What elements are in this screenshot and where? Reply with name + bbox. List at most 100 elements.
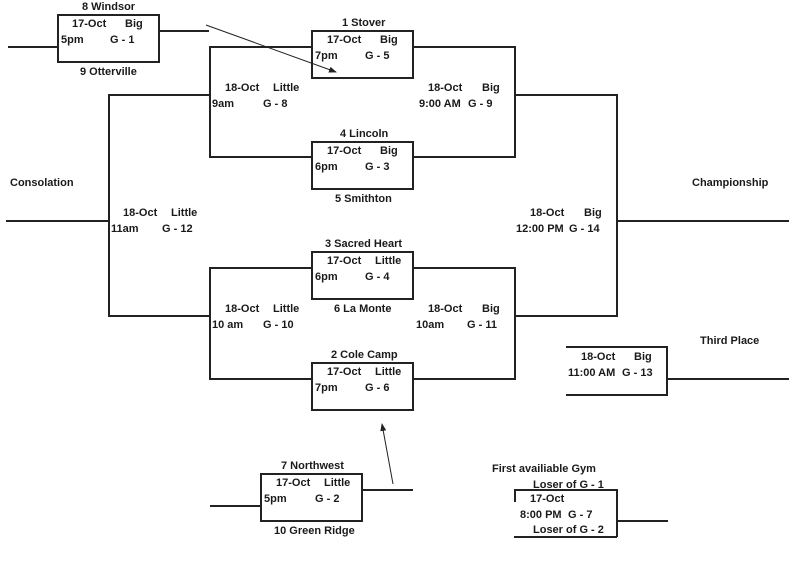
team-name: 3 Sacred Heart [325, 238, 403, 250]
bracket-line [515, 315, 617, 317]
game-time: 5pm [264, 493, 287, 505]
game-date: 18-Oct [428, 303, 463, 315]
game-date: 17-Oct [327, 34, 362, 46]
team-name: 7 Northwest [281, 460, 344, 472]
game-box-g3 [311, 141, 414, 190]
game-number: G - 1 [110, 34, 135, 46]
championship-label: Championship [692, 177, 769, 189]
game-number: G - 8 [263, 98, 288, 110]
bracket-line [108, 94, 210, 96]
game-number: G - 4 [365, 271, 390, 283]
game-gym: Big [380, 34, 398, 46]
bracket-line [108, 315, 210, 317]
team-name: 8 Windsor [82, 1, 136, 13]
game-time: 7pm [315, 50, 338, 62]
game-box-g5 [311, 30, 414, 79]
game-gym: Little [375, 366, 402, 378]
game-number: G - 2 [315, 493, 340, 505]
game-number: G - 14 [569, 223, 600, 235]
game-date: 18-Oct [225, 303, 260, 315]
bracket-line [566, 346, 668, 348]
game-number: G - 6 [365, 382, 390, 394]
game-gym: Big [584, 207, 602, 219]
bracket-line [413, 267, 516, 269]
game-number: G - 5 [365, 50, 390, 62]
game-gym: Little [273, 303, 300, 315]
team-name: 5 Smithton [335, 193, 392, 205]
game-date: 17-Oct [530, 493, 565, 505]
third-place-label: Third Place [700, 335, 760, 347]
game-gym: Little [273, 82, 300, 94]
team-name: Loser of G - 2 [533, 524, 604, 536]
game-number: G - 3 [365, 161, 390, 173]
game-box-g1 [57, 14, 160, 63]
game-date: 17-Oct [72, 18, 107, 30]
bracket-line [514, 536, 617, 538]
bracket-line [209, 378, 312, 380]
game-time: 8:00 PM [520, 509, 562, 521]
game-time: 9:00 AM [419, 98, 461, 110]
game-time: 6pm [315, 271, 338, 283]
bracket-line [566, 394, 668, 396]
game-box-g6 [311, 362, 414, 411]
bracket-line [616, 489, 618, 537]
bracket-line [617, 520, 668, 522]
team-name: 10 Green Ridge [274, 525, 355, 537]
game-time: 11am [111, 223, 139, 235]
game-gym: Little [171, 207, 198, 219]
bracket-line [666, 346, 668, 396]
game-number: G - 12 [162, 223, 193, 235]
bracket-line [209, 156, 312, 158]
game-gym: Little [324, 477, 351, 489]
team-name: 6 La Monte [334, 303, 392, 315]
game-time: 5pm [61, 34, 84, 46]
team-name: 2 Cole Camp [331, 349, 398, 361]
game-date: 18-Oct [530, 207, 565, 219]
game-date: 17-Oct [276, 477, 311, 489]
bracket-line [514, 489, 516, 502]
bracket-line [362, 489, 413, 491]
bracket-line [210, 505, 261, 507]
game-date: 17-Oct [327, 255, 362, 267]
game-date: 17-Oct [327, 366, 362, 378]
bracket-line [413, 156, 516, 158]
game-box-g2 [260, 473, 363, 522]
team-name: 4 Lincoln [340, 128, 389, 140]
bracket-line [108, 94, 110, 317]
bracket-line [8, 46, 58, 48]
game-time: 10am [416, 319, 445, 331]
consolation-line [6, 220, 109, 222]
bracket-line [209, 46, 312, 48]
game-time: 10 am [212, 319, 244, 331]
game-number: G - 13 [622, 367, 653, 379]
bracket-line [413, 46, 516, 48]
game-time: 11:00 AM [568, 367, 616, 379]
game-number: G - 11 [467, 319, 497, 331]
game-number: G - 10 [263, 319, 294, 331]
bracket-line [514, 46, 516, 158]
game7-heading: First availiable Gym [492, 463, 596, 475]
game-date: 18-Oct [428, 82, 463, 94]
game-gym: Big [482, 82, 500, 94]
championship-line [616, 220, 789, 222]
game-date: 17-Oct [327, 145, 362, 157]
game-number: G - 7 [568, 509, 593, 521]
game-gym: Big [380, 145, 398, 157]
game-time: 7pm [315, 382, 338, 394]
arrow-g2-to-g6 [380, 423, 394, 485]
consolation-label: Consolation [10, 177, 74, 189]
team-name: 1 Stover [342, 17, 386, 29]
bracket-line [514, 267, 516, 380]
bracket-line [159, 30, 209, 32]
game-gym: Big [634, 351, 652, 363]
bracket-line [209, 46, 211, 158]
bracket-line [616, 94, 618, 317]
game-time: 9am [212, 98, 235, 110]
bracket-line [413, 378, 516, 380]
bracket-line [514, 489, 617, 491]
bracket-line [209, 267, 312, 269]
game-number: G - 9 [468, 98, 493, 110]
game-time: 12:00 PM [516, 223, 564, 235]
third-place-line [667, 378, 789, 380]
